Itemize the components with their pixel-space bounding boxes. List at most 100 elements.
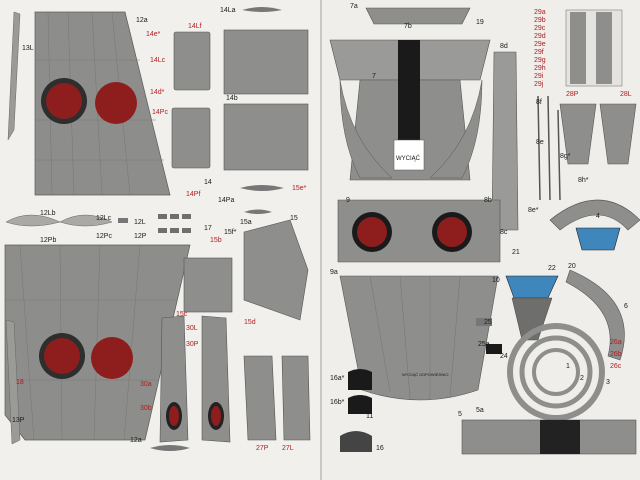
label-14pf: 14Pf	[186, 191, 200, 198]
label-27p: 27P	[256, 445, 269, 452]
label-20: 20	[568, 263, 576, 270]
part-15c	[183, 257, 233, 313]
label-15a: 15a	[240, 219, 252, 226]
red-number: 29i	[534, 73, 544, 80]
part-8-white-box	[393, 139, 425, 171]
label-2: 2	[580, 375, 584, 382]
part-4-arc	[549, 199, 640, 231]
upper-roundel-right	[95, 82, 137, 124]
label-15b: 15b	[210, 237, 222, 244]
label-3: 3	[606, 379, 610, 386]
label-12a-bottom: 12a	[130, 437, 142, 444]
part-7b-top	[365, 7, 471, 25]
label-stamp: WYCIĄĆ	[396, 155, 421, 162]
ring-3	[507, 323, 605, 421]
label-30l: 30L	[186, 325, 198, 332]
label-14d: 14d*	[150, 89, 165, 96]
part-16a	[348, 369, 372, 390]
label-24: 24	[500, 353, 508, 360]
label-14la: 14La	[220, 7, 236, 14]
part-25	[476, 318, 492, 326]
label-7b: 7b	[404, 23, 412, 30]
label-14b: 14b	[226, 95, 238, 102]
red-number: 29d	[534, 33, 546, 40]
label-5: 5	[458, 411, 462, 418]
part-16	[340, 431, 372, 452]
tab-12l	[118, 218, 128, 223]
ring-1	[532, 348, 580, 396]
label-12pc: 12Pc	[96, 233, 112, 240]
label-15e: 15e*	[292, 185, 307, 192]
label-25: 25	[484, 319, 492, 326]
label-14lc: 14Lc	[150, 57, 166, 64]
label-12pb: 12Pb	[40, 237, 56, 244]
upper-roundel-left	[46, 83, 82, 119]
label-14: 14	[204, 179, 212, 186]
part-5-6-ring	[565, 269, 625, 361]
red-number: 29h	[534, 65, 546, 72]
lower-roundel-left	[44, 338, 80, 374]
label-11: 11	[366, 413, 373, 420]
part-20-cockpit	[575, 227, 621, 251]
label-8d: 8d	[500, 43, 508, 50]
red-number: 29f	[534, 49, 544, 56]
part-22-base	[511, 297, 553, 341]
label-28l: 28L	[620, 91, 632, 98]
ring-2	[519, 335, 593, 409]
part-16b	[348, 395, 372, 414]
label-30p: 30P	[186, 341, 199, 348]
label-12p: 12P	[134, 233, 147, 240]
part-14pa	[240, 185, 284, 191]
label-14pc: 14Pc	[152, 109, 168, 116]
part-12a-bottom	[150, 445, 190, 451]
red-number: 29g	[534, 57, 546, 64]
label-25a: 25a	[478, 341, 490, 348]
label-14pa: 14Pa	[218, 197, 234, 204]
label-tiny-text: WYCIĄĆ ODPOWIEDNIO	[402, 372, 448, 377]
part-27p	[243, 355, 277, 441]
label-6: 6	[624, 303, 628, 310]
part-15d	[243, 219, 309, 321]
part-15e	[244, 209, 272, 214]
label-8c: 8c	[500, 229, 508, 236]
red-number-column: 29a 29b 29c 29d 29e 29f 29g 29h 29i 29j	[534, 9, 546, 88]
part-labels: 12a 14Lf 14e* 14La 14Lc 14d* 14Pc 14b 14…	[12, 3, 632, 452]
label-8e-mid: 8e	[536, 139, 544, 146]
part-25a	[486, 344, 502, 354]
red-number: 29c	[534, 25, 546, 32]
part-8f-strips	[537, 95, 561, 201]
label-10: 10	[492, 277, 500, 284]
label-9: 9	[346, 197, 350, 204]
label-12lc: 12Lc	[96, 215, 112, 222]
tab-12lc	[59, 214, 113, 227]
mid-roundel-right	[437, 217, 467, 247]
label-14e: 14e*	[146, 31, 161, 38]
part-17-tabs	[158, 214, 191, 233]
label-13p: 13P	[12, 417, 25, 424]
label-12a-top: 12a	[136, 17, 148, 24]
label-7: 7	[372, 73, 376, 80]
label-15f: 15f*	[224, 229, 237, 236]
part-14b	[223, 29, 309, 95]
part-14la	[242, 7, 282, 12]
part-28l	[599, 103, 637, 165]
mid-roundel-left	[357, 217, 387, 247]
label-16a: 16a*	[330, 375, 345, 382]
label-1: 1	[566, 363, 570, 370]
label-13l: 13L	[22, 45, 34, 52]
part-14pc	[171, 107, 211, 169]
label-26b: 26b	[610, 351, 622, 358]
lower-wing-panel	[4, 244, 191, 441]
red-number: 29b	[534, 17, 546, 24]
label-15c: 15c	[176, 311, 188, 318]
label-21: 21	[512, 249, 520, 256]
label-9a: 9a	[330, 269, 338, 276]
red-number: 29e	[534, 41, 546, 48]
label-8e-low: 8e*	[528, 207, 539, 214]
label-15d: 15d	[244, 319, 256, 326]
part-5a-dark-segment	[540, 420, 580, 454]
label-19: 19	[476, 19, 484, 26]
part-13l-strip	[7, 11, 21, 141]
label-12l: 12L	[134, 219, 146, 226]
red-number: 29a	[534, 9, 546, 16]
